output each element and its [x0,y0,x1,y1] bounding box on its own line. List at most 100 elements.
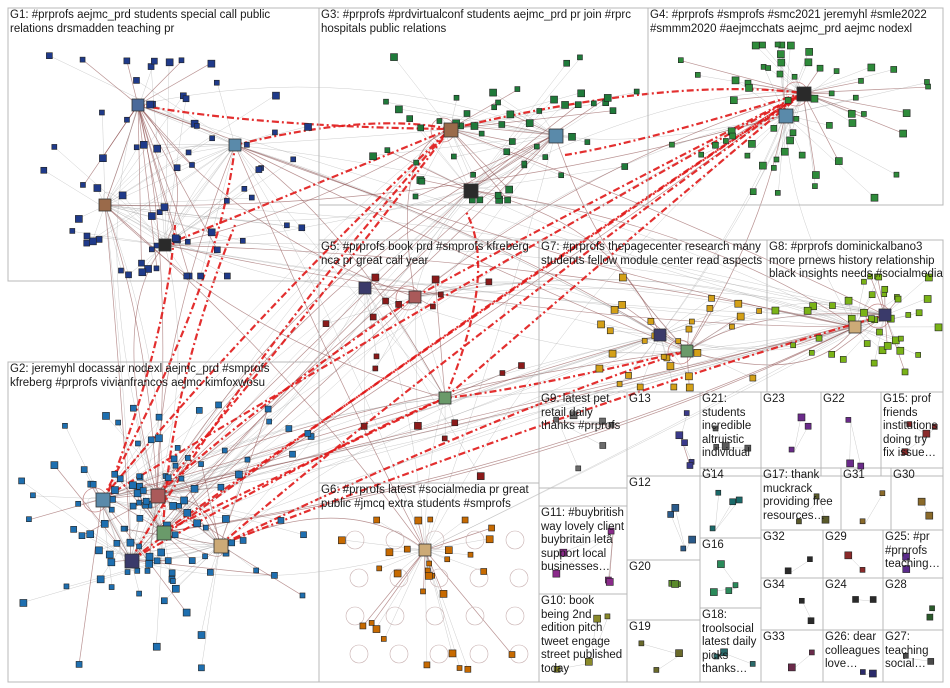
node [760,64,767,70]
node [680,545,687,552]
highlight-edge [219,349,688,546]
node [470,171,476,178]
node [235,470,243,479]
node [542,154,549,160]
node [807,617,815,625]
node [438,291,444,298]
node [373,516,380,524]
node [857,462,865,470]
edge [219,460,249,546]
node [561,101,569,109]
node [712,425,719,432]
node [190,485,199,493]
node [780,147,789,156]
inter-group-edge [449,128,886,316]
node [671,504,680,512]
node [732,582,739,588]
highlight-edge [101,144,237,500]
edge [150,66,166,246]
node [899,129,907,138]
node [870,359,878,367]
node [153,557,161,565]
node [299,592,306,599]
node [129,502,137,510]
edge [98,144,236,240]
self-loop [425,530,445,550]
edge [628,334,661,376]
edge [802,81,862,94]
node [534,143,540,150]
group-label-g31: G31 [843,469,865,481]
hub-avatar [98,198,112,212]
node [867,63,876,72]
inter-group-edge [364,287,688,354]
edge [217,83,236,146]
node [136,590,142,597]
node [550,95,558,104]
inter-group-edge [407,128,451,298]
node [809,302,817,310]
node [155,413,163,421]
group-label-g3: G3: #prprofs #prdvirtualconf students ae… [321,9,632,35]
inter-group-edge [156,134,556,496]
node [906,421,913,427]
inter-group-edge [156,287,366,496]
node [666,362,675,370]
edge [234,126,308,146]
node [608,349,617,358]
node [901,368,909,376]
node [75,215,83,223]
hub-avatar [408,290,422,304]
hub-avatar [778,108,794,124]
node [147,63,155,70]
group-label-g29: G29 [825,531,847,543]
edge [656,654,681,671]
hub-avatar [548,128,564,144]
node [670,383,678,391]
node [706,305,714,312]
node [771,165,777,171]
inter-group-edge [659,326,856,349]
node [715,489,722,496]
node [376,565,383,572]
edge [562,532,614,553]
edge [414,281,489,298]
node [751,41,760,50]
group-label-g7: G7: #prprofs thepagecenter research many… [541,241,763,267]
highlight-edge [219,92,804,546]
node [503,148,511,156]
node [371,273,380,282]
edge [904,434,929,452]
edge [557,663,591,670]
node [118,191,127,200]
node [170,455,178,463]
inter-group-edge [364,282,856,328]
edge [89,533,132,561]
edge [802,92,816,175]
node [413,159,419,166]
edge [137,104,158,269]
edge [364,287,481,476]
node [172,462,179,469]
edge [424,549,461,669]
hub-avatar [653,328,667,342]
node [253,567,259,574]
inter-group-edge [162,189,471,533]
node [902,109,911,117]
inter-group-edge [234,144,426,551]
edge [555,532,614,574]
node [536,108,543,114]
edge [156,494,282,521]
node [568,132,576,141]
node [813,493,820,500]
inter-group-edge [234,144,856,328]
edge [201,544,221,668]
node [720,648,728,657]
hub-avatar [228,138,242,152]
node [815,334,823,342]
node [95,236,103,243]
node [499,370,506,376]
node [603,94,612,102]
node [198,461,204,467]
inter-group-edge [234,128,451,146]
